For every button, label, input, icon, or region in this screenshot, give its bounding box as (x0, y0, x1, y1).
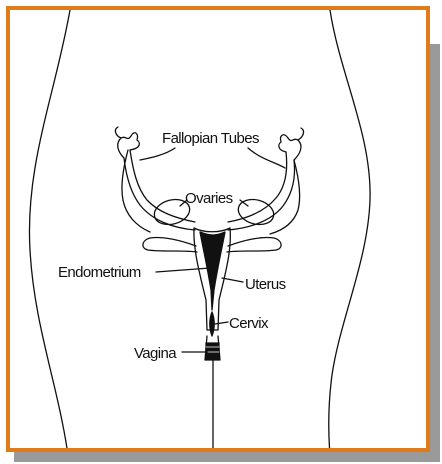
right-fimbriae (279, 135, 301, 160)
leader-fallopian-right (248, 148, 285, 168)
label-fallopian-tubes: Fallopian Tubes (162, 130, 259, 147)
frame-shadow-bottom (14, 452, 440, 462)
label-vagina: Vagina (134, 345, 177, 362)
anatomy-diagram: Fallopian Tubes Ovaries Endometrium Uter… (10, 10, 430, 452)
label-cervix: Cervix (229, 315, 269, 332)
leader-fallopian-left (140, 148, 175, 160)
cervix-canal (210, 312, 215, 336)
figure-panel: Fallopian Tubes Ovaries Endometrium Uter… (6, 6, 430, 452)
endometrium-cavity (200, 232, 225, 310)
leader-cervix (215, 322, 228, 324)
left-ligament (143, 237, 197, 252)
body-outline-right (329, 10, 370, 452)
leader-endometrium (156, 268, 210, 272)
leader-uterus (222, 278, 243, 282)
vagina-fill (206, 343, 219, 359)
right-ligament (227, 237, 281, 252)
label-uterus: Uterus (245, 276, 286, 293)
frame-shadow-right (430, 44, 440, 454)
left-fimbriae (118, 133, 140, 158)
left-fallopian-tube (130, 150, 195, 222)
body-outline-left (29, 10, 70, 452)
label-ovaries: Ovaries (185, 190, 233, 207)
label-endometrium: Endometrium (58, 264, 141, 281)
